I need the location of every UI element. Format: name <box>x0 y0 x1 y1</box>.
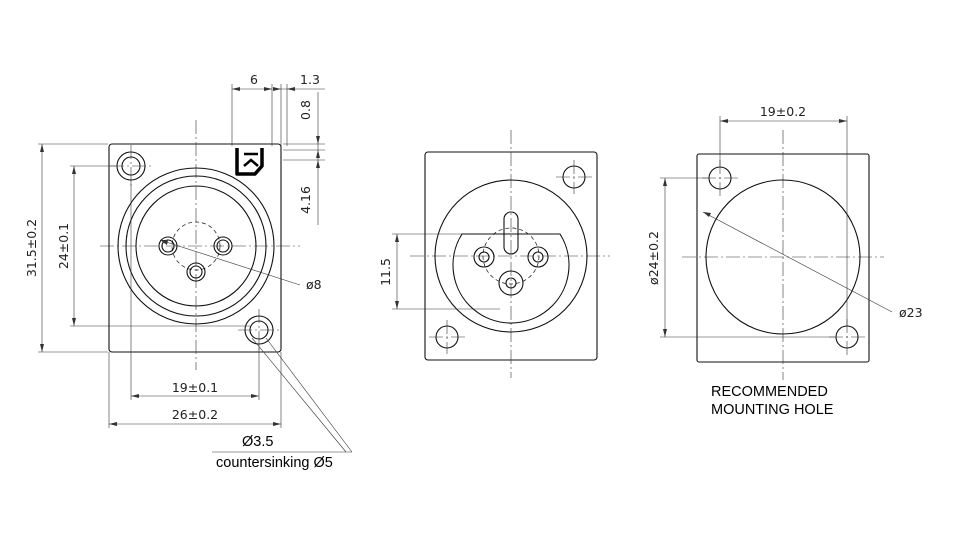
dim-hole-spacing-horizontal: 19±0.1 <box>130 180 260 400</box>
dim-width-total-label: 26±0.2 <box>172 407 218 422</box>
front-pin-circle <box>171 221 221 271</box>
dim-mount-spacing-horizontal: 19±0.2 <box>719 104 848 326</box>
dim-flange-thickness: 1.3 <box>273 72 325 146</box>
front-inner-ring <box>135 185 257 307</box>
dim-depth-large-label: 4.16 <box>298 186 313 214</box>
rear-key-slot <box>503 211 519 255</box>
dim-hole-callout: Ø3.5 countersinking Ø5 <box>212 337 353 471</box>
dim-rear-pin-span: 11.5 <box>378 233 500 310</box>
front-outer-ring <box>117 167 275 325</box>
dim-height-total: 31.5±0.2 <box>24 143 108 353</box>
dim-pin-offset-label: 6 <box>250 72 258 87</box>
dim-height-total-label: 31.5±0.2 <box>24 219 39 277</box>
rear-pin-1 <box>473 246 495 268</box>
mounting-caption-line1: RECOMMENDED <box>711 384 828 400</box>
rear-insert-outline <box>452 233 570 324</box>
dim-mount-spacing-vertical-label: ø24±0.2 <box>646 231 661 285</box>
dim-hole-spacing-vertical: 24±0.1 <box>56 165 250 327</box>
front-pin-2 <box>213 236 233 256</box>
dim-countersink-label: countersinking Ø5 <box>216 455 333 471</box>
mounting-hole-view: 19±0.2 ø24±0.2 ø23 RECOMMENDED MOUNTING … <box>646 104 923 418</box>
dim-hole-diameter-label: Ø3.5 <box>242 434 273 450</box>
mounting-caption-line2: MOUNTING HOLE <box>711 402 834 418</box>
front-outer-ring-inner <box>125 175 267 317</box>
brand-logo-icon <box>235 148 264 176</box>
dim-pin-diameter-label: ø8 <box>306 277 322 292</box>
dim-mount-spacing-vertical: ø24±0.2 <box>646 177 835 338</box>
dim-pin-diameter: ø8 <box>159 239 322 292</box>
rear-pin-3 <box>498 270 524 296</box>
dim-width-total: 26±0.2 <box>108 352 282 428</box>
rear-pin-2 <box>527 246 549 268</box>
dim-depth: 0.8 4.16 <box>283 92 325 225</box>
dim-hole-spacing-vertical-label: 24±0.1 <box>56 223 71 269</box>
dim-depth-small-label: 0.8 <box>298 100 313 120</box>
dim-pin-offset: 6 <box>231 72 273 146</box>
front-view: 6 1.3 0.8 4.16 <box>24 72 353 471</box>
dim-hole-spacing-horizontal-label: 19±0.1 <box>172 380 218 395</box>
dim-mount-spacing-horizontal-label: 19±0.2 <box>760 104 806 119</box>
rear-view: 11.5 <box>378 130 610 378</box>
dim-mount-diameter: ø23 <box>702 211 923 320</box>
front-pin-3 <box>186 262 206 282</box>
front-pin-1 <box>158 236 178 256</box>
dim-mount-diameter-label: ø23 <box>899 305 923 320</box>
rear-outer-circle <box>434 179 588 333</box>
front-flange-outline <box>108 143 282 353</box>
mounting-cutout-circle <box>705 179 861 335</box>
dim-flange-thickness-label: 1.3 <box>300 72 320 87</box>
dim-rear-pin-span-label: 11.5 <box>378 258 393 286</box>
